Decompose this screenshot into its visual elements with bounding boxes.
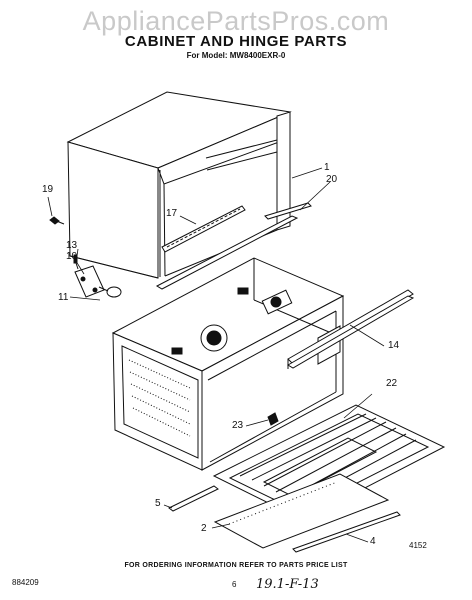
callout-5: 5 (155, 498, 161, 509)
callout-13: 13 (66, 240, 78, 251)
callout-22: 22 (386, 378, 398, 389)
ordering-info-footer: FOR ORDERING INFORMATION REFER TO PARTS … (124, 562, 348, 569)
callout-10: 10 (66, 251, 78, 262)
front-trim-strips (155, 202, 312, 290)
outer-cabinet-wrapper (66, 91, 292, 279)
front-trim-bar (287, 289, 415, 369)
hinge-assembly (73, 254, 122, 298)
bottom-trim-4 (292, 511, 401, 553)
document-code: 884209 (12, 578, 39, 587)
callout-20: 20 (326, 174, 338, 185)
callout-2: 2 (201, 523, 207, 534)
callout-23: 23 (232, 420, 244, 431)
watermark-text: AppliancePartsPros.com (82, 6, 390, 36)
callout-11: 11 (58, 292, 69, 303)
oven-cavity (111, 257, 345, 471)
screw-19 (49, 216, 65, 225)
bottom-trim-5 (168, 485, 219, 512)
drawing-code: 4152 (409, 541, 427, 550)
handwritten-note: 19.1-F-13 (256, 577, 319, 592)
glass-panel-2 (213, 473, 390, 549)
model-line: For Model: MW8400EXR-0 (186, 51, 286, 60)
leader-lines (47, 167, 385, 543)
latch-23 (267, 412, 279, 426)
page-number: 6 (232, 580, 237, 589)
callout-19: 19 (42, 184, 54, 195)
side-trim-strip (161, 205, 246, 253)
callout-1: 1 (324, 162, 330, 173)
callout-4: 4 (370, 536, 376, 547)
diagram-title: CABINET AND HINGE PARTS (124, 33, 348, 50)
callout-14: 14 (388, 340, 400, 351)
callout-17: 17 (166, 208, 178, 219)
